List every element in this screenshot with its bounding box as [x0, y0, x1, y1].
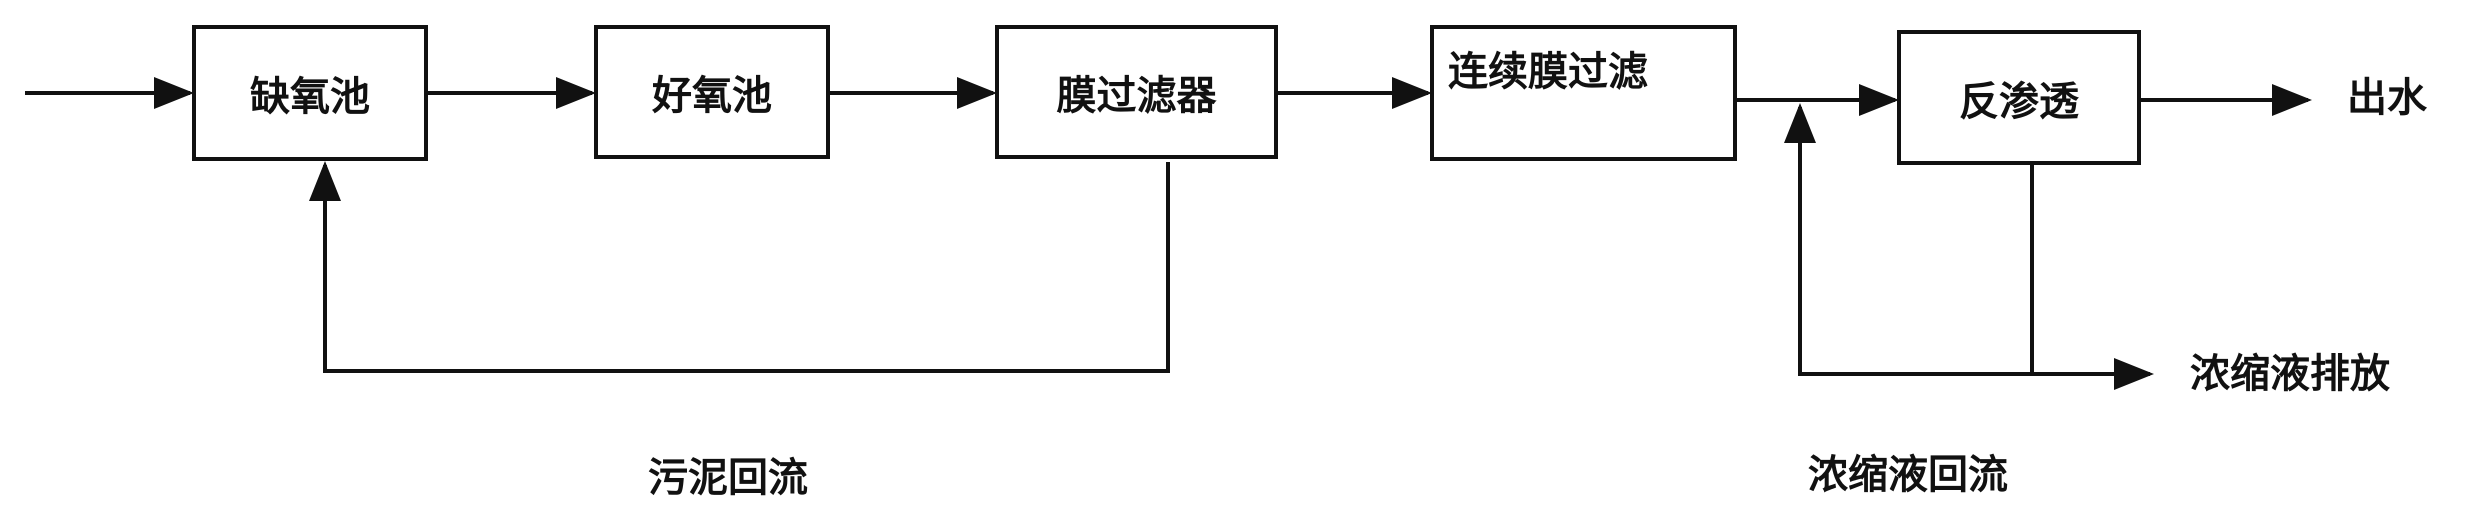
anoxic-tank-label: 缺氧池: [250, 74, 370, 120]
continuous-membrane-box: 连续膜过滤: [1430, 25, 1737, 161]
sludge-return-line: [309, 161, 1170, 373]
concentrate-return-label: 浓缩液回流: [1808, 451, 2008, 498]
concentrate-discharge-label: 浓缩液排放: [2190, 351, 2390, 397]
reverse-osmosis-box: 反渗透: [1897, 30, 2141, 165]
outlet-label: 出水: [2347, 75, 2427, 121]
membrane-filter-label: 膜过滤器: [1056, 73, 1217, 119]
reverse-osmosis-label: 反渗透: [1959, 78, 2079, 125]
aerobic-tank-label: 好氧池: [652, 73, 772, 119]
membrane-filter-box: 膜过滤器: [995, 25, 1278, 159]
continuous-membrane-label: 连续膜过滤: [1448, 49, 1648, 95]
anoxic-tank-box: 缺氧池: [192, 25, 428, 161]
sludge-return-label: 污泥回流: [648, 454, 808, 501]
aerobic-tank-box: 好氧池: [594, 25, 830, 159]
concentrate-return-line: [1784, 103, 2032, 376]
